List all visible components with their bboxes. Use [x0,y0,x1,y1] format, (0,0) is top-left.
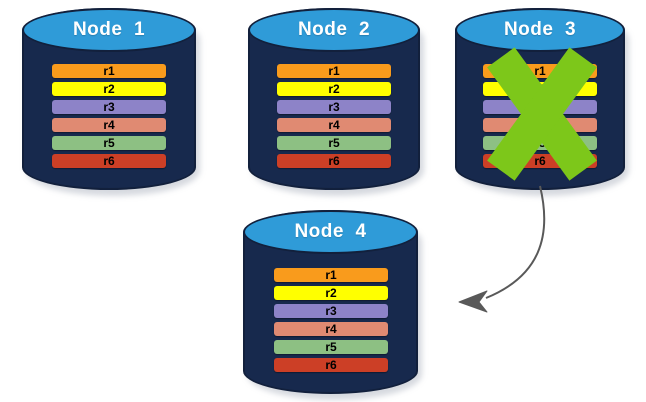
node-3-records: r1 r2 r3 r4 r5 r6 [483,64,597,168]
arrow-head-icon [458,290,488,313]
node-2-records: r1 r2 r3 r4 r5 r6 [277,64,391,168]
record-r1[interactable]: r1 [483,64,597,78]
node-3-label: Node 3 [503,19,577,40]
record-r2[interactable]: r2 [483,82,597,96]
record-r4[interactable]: r4 [52,118,166,132]
record-r5[interactable]: r5 [274,340,388,354]
node-4[interactable]: Node 4 r1 r2 r3 r4 r5 r6 [243,210,422,400]
record-r5[interactable]: r5 [483,136,597,150]
node-2-top-surface [248,8,420,52]
record-r2[interactable]: r2 [52,82,166,96]
record-r4[interactable]: r4 [277,118,391,132]
record-r6[interactable]: r6 [52,154,166,168]
record-r5[interactable]: r5 [277,136,391,150]
node-1-records: r1 r2 r3 r4 r5 r6 [52,64,166,168]
record-r2[interactable]: r2 [274,286,388,300]
record-r3[interactable]: r3 [52,100,166,114]
node-1[interactable]: Node 1 r1 r2 r3 r4 r5 r6 [22,8,200,196]
node-2[interactable]: Node 2 r1 r2 r3 r4 r5 r6 [248,8,424,196]
record-r6[interactable]: r6 [274,358,388,372]
record-r3[interactable]: r3 [277,100,391,114]
record-r4[interactable]: r4 [483,118,597,132]
record-r3[interactable]: r3 [483,100,597,114]
node-2-label: Node 2 [297,19,371,40]
record-r1[interactable]: r1 [52,64,166,78]
node-1-top-surface [22,8,196,52]
arrow-curve [485,185,546,299]
node-4-label: Node 4 [294,221,367,242]
record-r6[interactable]: r6 [277,154,391,168]
record-r1[interactable]: r1 [274,268,388,282]
record-r3[interactable]: r3 [274,304,388,318]
node-4-top-surface [243,210,418,254]
record-r6[interactable]: r6 [483,154,597,168]
record-r2[interactable]: r2 [277,82,391,96]
record-r5[interactable]: r5 [52,136,166,150]
node-3[interactable]: Node 3 r1 r2 r3 r4 r5 r6 [455,8,629,196]
record-r1[interactable]: r1 [277,64,391,78]
node-4-records: r1 r2 r3 r4 r5 r6 [274,268,388,372]
record-r4[interactable]: r4 [274,322,388,336]
node-1-label: Node 1 [72,19,146,40]
